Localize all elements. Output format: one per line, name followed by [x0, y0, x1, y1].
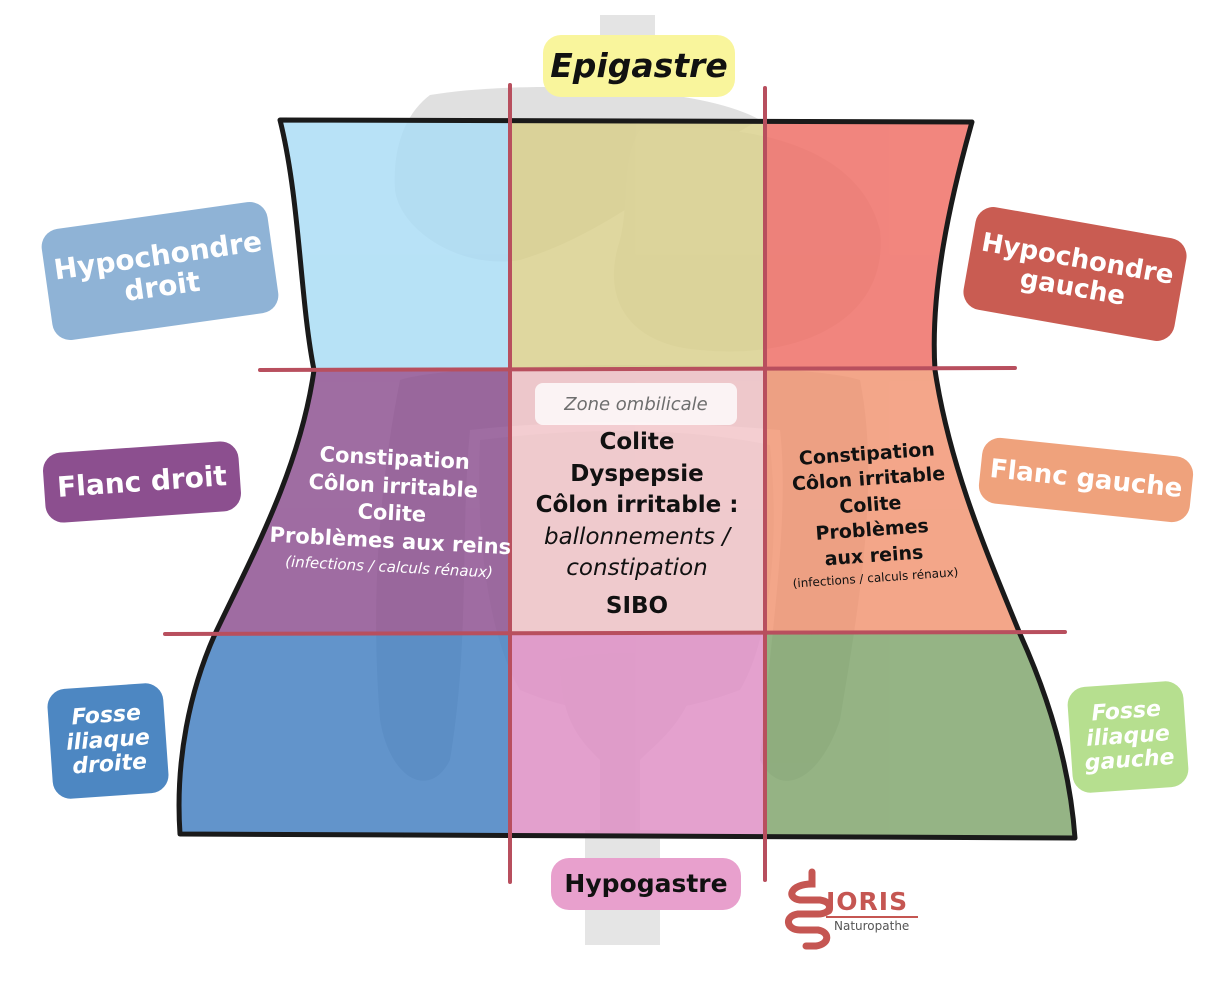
condition-detail: ballonnements / — [543, 524, 731, 551]
region-hypochondre-droit — [280, 120, 510, 370]
hypogastre-label: Hypogastre — [551, 858, 741, 910]
region-fosse-iliaque-droite — [179, 634, 510, 834]
condition-item: Côlon irritable : — [535, 492, 739, 519]
condition-item: Colite — [599, 429, 675, 455]
region-flanc-gauche — [765, 370, 1020, 634]
flanc-droit-conditions: Constipation Côlon irritable Colite Prob… — [259, 438, 525, 582]
grid-lines — [163, 83, 1067, 884]
grid-line-horizontal-bottom — [163, 630, 1067, 636]
region-ombilicale — [510, 370, 765, 634]
brand-underline — [826, 916, 918, 918]
condition-item: SIBO — [605, 592, 669, 619]
intestine-icon — [785, 868, 833, 950]
condition-detail: constipation — [566, 555, 708, 582]
flanc-droit-label: Flanc droit — [41, 440, 243, 524]
brand-subtitle: Naturopathe — [834, 919, 910, 933]
region-fills — [179, 120, 1075, 838]
brand-name: JORIS — [826, 887, 909, 916]
region-hypogastre — [510, 634, 765, 836]
zone-ombilicale-title: Zone ombilicale — [535, 383, 737, 425]
region-epigastre — [510, 120, 765, 370]
region-fosse-iliaque-gauche — [765, 634, 1075, 838]
epigastre-label: Epigastre — [543, 35, 735, 97]
fosse-iliaque-gauche-label: Fosse iliaque gauche — [1066, 680, 1190, 794]
grid-line-horizontal-top — [258, 366, 1017, 372]
ombilicale-conditions: Colite Dyspepsie Côlon irritable : ballo… — [512, 427, 762, 622]
fosse-iliaque-droite-label: Fosse iliaque droite — [46, 682, 170, 800]
flanc-gauche-conditions: Constipation Côlon irritable Colite Prob… — [757, 435, 984, 593]
region-flanc-droit — [215, 370, 510, 634]
condition-item: Dyspepsie — [570, 460, 704, 487]
region-hypochondre-gauche — [765, 120, 972, 370]
